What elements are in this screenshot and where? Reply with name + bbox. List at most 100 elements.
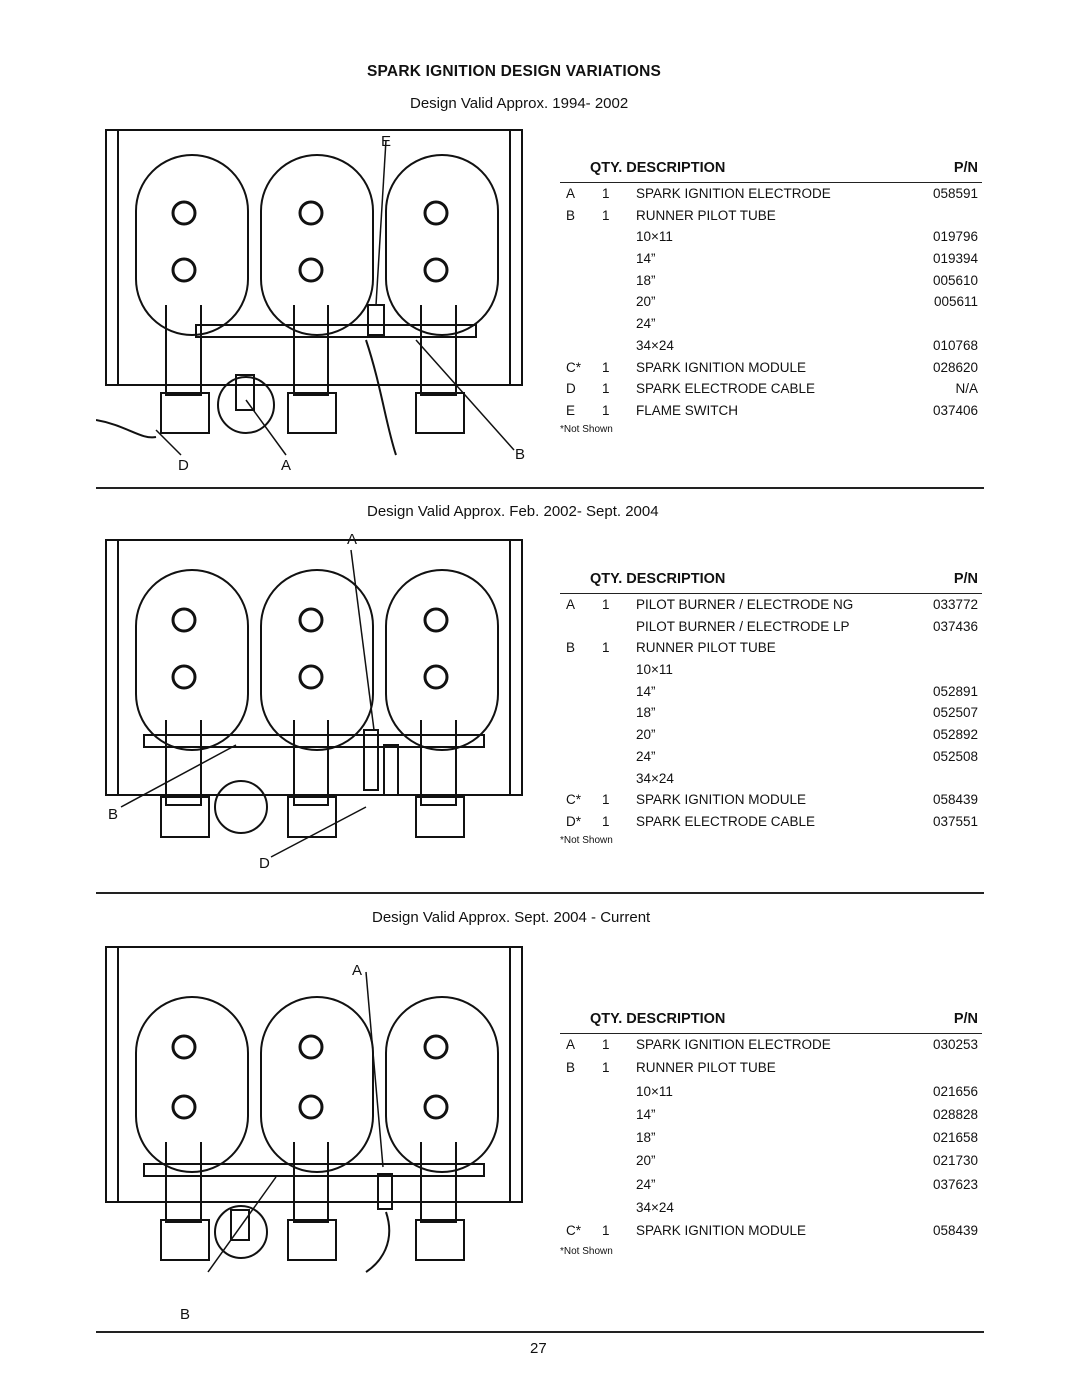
row-part-number: 019796 (932, 229, 978, 245)
qty-description-header: QTY. DESCRIPTION (590, 160, 726, 176)
callout-b: B (180, 1306, 191, 1323)
row-part-number: 052891 (932, 683, 978, 699)
table-row: 34×24 (560, 768, 982, 790)
row-qty: 1 (602, 381, 610, 397)
row-part-number: 033772 (932, 597, 978, 612)
row-description: 18” (636, 1130, 656, 1146)
row-description: 14” (636, 251, 656, 267)
row-description: FLAME SWITCH (636, 402, 739, 418)
table-header: QTY. DESCRIPTION P/N (560, 1009, 982, 1034)
table-header: QTY. DESCRIPTION P/N (560, 158, 982, 183)
callout-d: D (259, 855, 270, 872)
row-part-number: 052508 (932, 748, 978, 764)
row-part-number: 005610 (932, 272, 978, 288)
callout-b: B (108, 806, 119, 823)
page-title: SPARK IGNITION DESIGN VARIATIONS (367, 63, 662, 80)
row-part-number: 052507 (932, 705, 978, 721)
row-qty: 1 (602, 1060, 610, 1076)
pn-header: P/N (953, 571, 978, 587)
callout-a: A (347, 531, 358, 548)
callout-d: D (178, 457, 189, 474)
row-letter: D* (566, 813, 582, 829)
table-header: QTY. DESCRIPTION P/N (560, 569, 982, 594)
row-letter: A (566, 597, 576, 612)
row-description: SPARK IGNITION ELECTRODE (636, 1037, 831, 1052)
row-description: SPARK IGNITION ELECTRODE (636, 186, 831, 201)
row-description: RUNNER PILOT TUBE (636, 207, 776, 223)
table-row: 34×24 (560, 1197, 982, 1220)
not-shown-note: *Not Shown (560, 423, 613, 435)
row-description: RUNNER PILOT TUBE (636, 1060, 776, 1076)
row-part-number: 028620 (932, 359, 978, 375)
row-description: 20” (636, 294, 656, 310)
callout-b: B (515, 446, 526, 463)
row-part-number: 005611 (933, 294, 978, 310)
table-row: 14” 019394 (560, 248, 982, 270)
row-qty: 1 (602, 640, 610, 656)
qty-description-header: QTY. DESCRIPTION (590, 571, 726, 587)
row-description: 34×24 (636, 770, 674, 786)
table-row: B 1 RUNNER PILOT TUBE (560, 205, 982, 227)
row-description: 10×11 (636, 1083, 673, 1099)
row-qty: 1 (602, 1037, 610, 1052)
callout-a: A (281, 457, 292, 474)
row-part-number: 052892 (932, 727, 978, 743)
burner-diagram-1 (96, 129, 523, 456)
design-valid-1994-2002: Design Valid Approx. 1994- 2002 (410, 95, 629, 112)
row-description: 24” (636, 748, 656, 764)
pn-header: P/N (953, 160, 978, 176)
row-qty: 1 (602, 207, 610, 223)
row-letter: C* (566, 792, 582, 808)
row-qty: 1 (602, 359, 610, 375)
row-letter: C* (566, 359, 582, 375)
row-description: PILOT BURNER / ELECTRODE LP (636, 618, 850, 634)
not-shown-note: *Not Shown (560, 834, 613, 846)
page-number: 27 (530, 1340, 547, 1357)
row-description: 20” (636, 727, 656, 743)
row-part-number: 019394 (932, 251, 978, 267)
table-row: 18” 005610 (560, 270, 982, 292)
row-part-number: 030253 (932, 1037, 978, 1052)
pn-header: P/N (953, 1011, 978, 1027)
row-description: 10×11 (636, 662, 673, 678)
row-part-number: 028828 (932, 1106, 978, 1122)
row-part-number: N/A (955, 381, 978, 397)
section-divider (96, 892, 984, 894)
row-letter: A (566, 186, 576, 201)
row-description: PILOT BURNER / ELECTRODE NG (636, 597, 854, 612)
table-row: 10×11 021656 (560, 1081, 982, 1104)
row-part-number: 010768 (932, 337, 978, 353)
row-letter: C* (566, 1223, 582, 1239)
row-description: 34×24 (636, 1200, 674, 1216)
row-letter: B (566, 640, 576, 656)
section-divider (96, 487, 984, 489)
row-part-number: 021730 (932, 1153, 978, 1169)
row-description: 18” (636, 705, 656, 721)
row-qty: 1 (602, 597, 610, 612)
row-description: SPARK IGNITION MODULE (636, 792, 807, 808)
qty-description-header: QTY. DESCRIPTION (590, 1011, 726, 1027)
row-part-number: 021656 (932, 1083, 978, 1099)
table-row: A 1 PILOT BURNER / ELECTRODE NG 033772 (560, 594, 982, 616)
row-description: RUNNER PILOT TUBE (636, 640, 776, 656)
row-description: 24” (636, 316, 656, 332)
row-letter: B (566, 207, 576, 223)
row-letter: D (566, 381, 576, 397)
row-description: 14” (636, 1106, 656, 1122)
table-row: 14”052891 (560, 681, 982, 703)
not-shown-note: *Not Shown (560, 1245, 613, 1257)
row-qty: 1 (602, 402, 610, 418)
row-part-number: 037623 (932, 1176, 978, 1192)
row-letter: E (566, 402, 576, 418)
row-description: 18” (636, 272, 656, 288)
section-divider (96, 1331, 984, 1333)
